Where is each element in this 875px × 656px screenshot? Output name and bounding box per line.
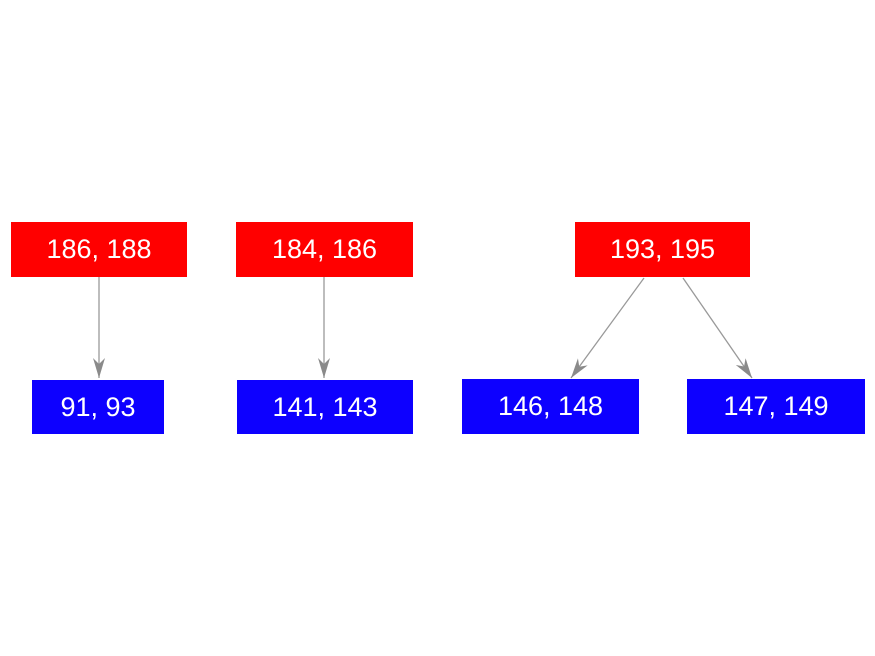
node-child-4: 147, 149 bbox=[687, 379, 865, 434]
node-parent-2: 184, 186 bbox=[236, 222, 413, 277]
node-parent-3: 193, 195 bbox=[575, 222, 750, 277]
node-child-2: 141, 143 bbox=[237, 380, 413, 434]
edge-193-195-to-147-149 bbox=[682, 277, 753, 379]
node-child-1: 91, 93 bbox=[32, 380, 164, 434]
edge-193-195-to-146-148 bbox=[570, 277, 645, 379]
node-parent-1: 186, 188 bbox=[11, 222, 187, 277]
node-child-3: 146, 148 bbox=[462, 379, 639, 434]
